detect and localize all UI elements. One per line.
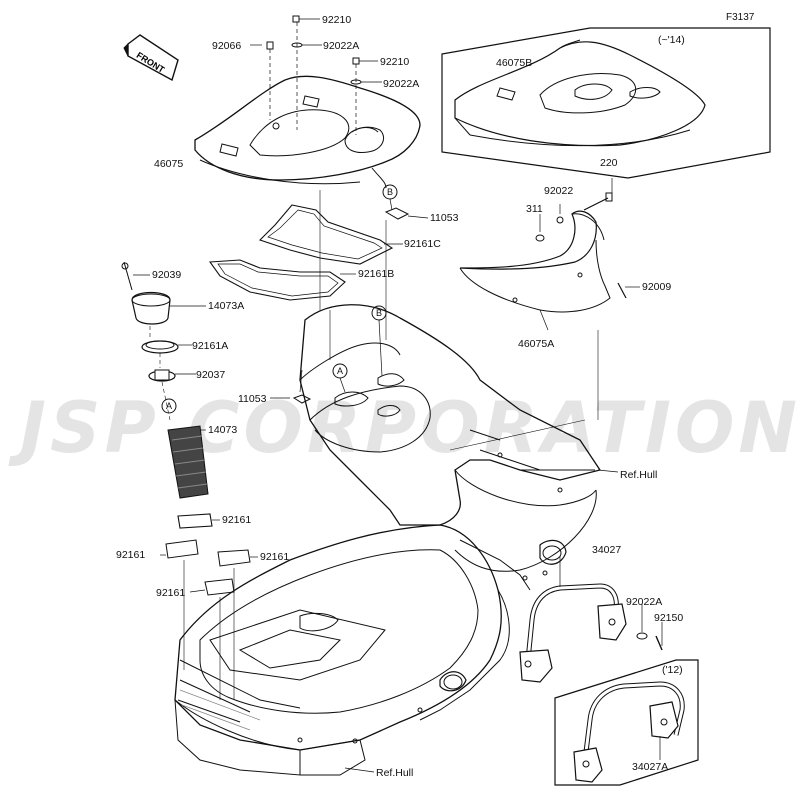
inset-bottom-note: ('12) (662, 664, 683, 676)
clamp-92037 (148, 369, 196, 382)
callout-92161-3: 92161 (260, 551, 290, 563)
callout-b-2: B (376, 308, 383, 318)
callout-92022: 92022 (544, 185, 574, 197)
callout-311: 311 (526, 203, 543, 215)
front-arrow-icon (123, 34, 179, 82)
callout-92037: 92037 (196, 369, 226, 381)
watermark: JSP CORPORATION (20, 387, 800, 469)
callout-34027: 34027 (592, 544, 622, 556)
callout-92066: 92066 (212, 40, 242, 52)
callout-46075a: 46075A (518, 338, 555, 350)
clip-11053-lower (270, 369, 312, 404)
figure-code: F3137 (726, 12, 755, 23)
callout-92022a-2: 92022A (383, 78, 420, 90)
callout-14073: 14073 (208, 424, 238, 436)
gasket-92161c (258, 204, 403, 265)
guide-lines (319, 190, 387, 360)
grip-handle-34027 (519, 556, 663, 683)
cover-46075a (459, 210, 611, 331)
callout-ref-hull-1: Ref.Hull (620, 469, 658, 481)
callout-220: 220 (600, 157, 618, 169)
inset-top-note: (~'14) (658, 34, 685, 46)
callout-ref-hull-2: Ref.Hull (376, 767, 414, 779)
oring-92161a (141, 340, 192, 354)
hull-lower (174, 524, 567, 776)
callout-46075b: 46075B (496, 57, 533, 69)
callout-92022a-1: 92022A (323, 40, 360, 52)
pads-92161 (160, 513, 258, 596)
callout-14073a: 14073A (208, 300, 245, 312)
callout-a-1: A (337, 366, 344, 376)
filler-neck-14073a (131, 291, 206, 325)
callout-92161-2: 92161 (116, 549, 146, 561)
filler-hose-14073 (161, 398, 209, 499)
callout-92009: 92009 (642, 281, 672, 293)
callout-92210-a: 92210 (322, 14, 352, 26)
callout-11053-b: 11053 (238, 393, 267, 405)
fasteners-top (250, 15, 382, 135)
callout-92039: 92039 (152, 269, 182, 281)
gasket-92161b (208, 259, 356, 301)
callout-46075: 46075 (154, 158, 184, 170)
callout-92161-4: 92161 (156, 587, 186, 599)
callout-92161c: 92161C (404, 238, 441, 250)
callout-a-2: A (166, 401, 173, 411)
callout-92161b: 92161B (358, 268, 395, 280)
callout-92161a: 92161A (192, 340, 229, 352)
inset-box-top (441, 27, 771, 179)
callout-92210-b: 92210 (380, 56, 410, 68)
hull-upper (299, 304, 602, 591)
inset-box-bottom (554, 659, 699, 786)
fasteners-right (535, 178, 640, 299)
callout-92022a-3: 92022A (626, 596, 663, 608)
callout-b-1: B (387, 187, 394, 197)
clip-11053-top (382, 184, 429, 220)
seat-part-46075 (194, 75, 421, 189)
callout-34027a: 34027A (632, 761, 669, 773)
callout-92161-1: 92161 (222, 514, 252, 526)
callout-92150: 92150 (654, 612, 684, 624)
filler-cap-92039 (121, 261, 150, 291)
callout-11053-a: 11053 (430, 212, 459, 224)
